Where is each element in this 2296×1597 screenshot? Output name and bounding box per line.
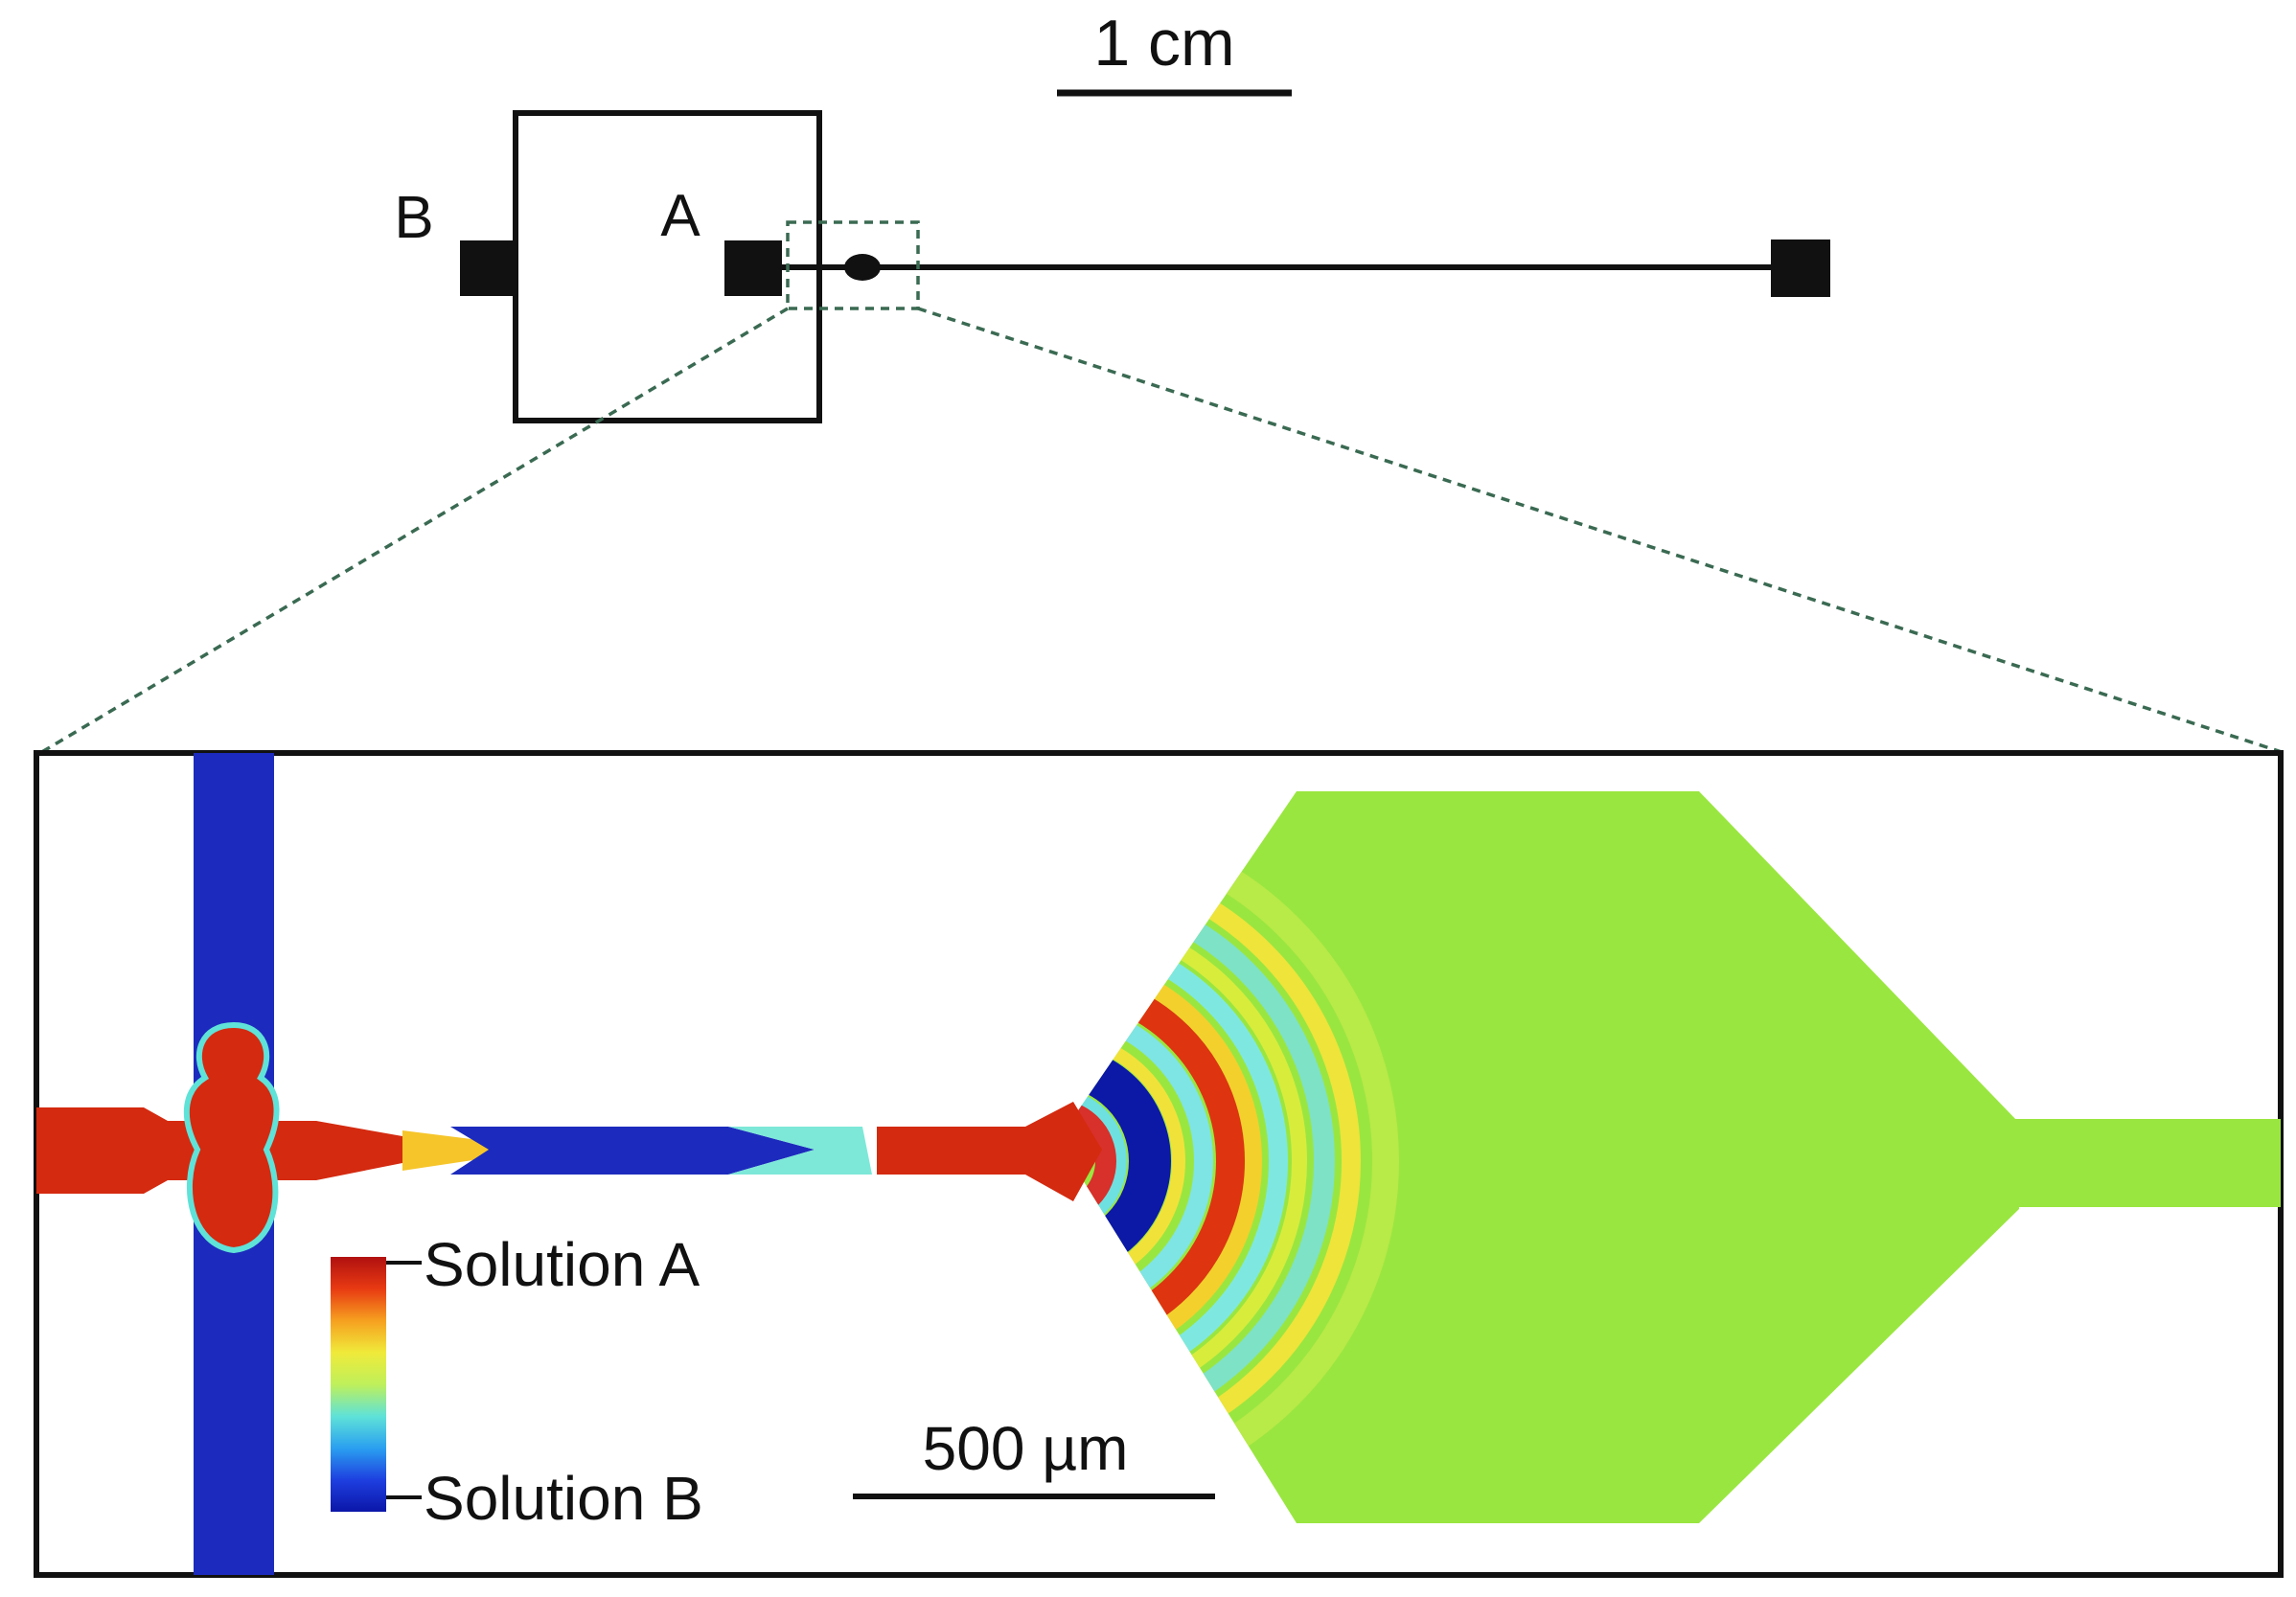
mixing-rings [1058, 816, 1399, 1506]
port-b-label: B [394, 185, 433, 251]
zoom-panel: Solution A Solution B 500 µm [34, 750, 2284, 1578]
zoom-guides [39, 220, 2285, 755]
gradient-tip-b [728, 1127, 872, 1175]
colorbar-legend: Solution A Solution B [331, 1230, 703, 1533]
mixing-chamber-dot [844, 254, 881, 281]
port-a-label: A [660, 183, 700, 249]
chip-schematic: B A [394, 110, 1830, 423]
scale-bar-500um: 500 µm [853, 1414, 1215, 1499]
port-b [460, 240, 514, 296]
outlet-port [1771, 240, 1830, 297]
zoom-region-box [786, 220, 920, 310]
solution-a-slug [877, 1102, 1102, 1201]
legend-solution-a-label: Solution A [424, 1230, 700, 1299]
concentration-map [36, 753, 2281, 1575]
scale-bar-1cm-label: 1 cm [1093, 7, 1234, 80]
port-a [724, 240, 782, 296]
scale-bar-500um-label: 500 µm [923, 1414, 1129, 1483]
solution-b-slug [450, 1127, 815, 1175]
outlet-channel [2012, 1119, 2281, 1207]
junction-droplet [183, 1021, 280, 1254]
zoom-guide-left [39, 307, 789, 755]
scale-bar-1cm: 1 cm [1057, 7, 1292, 97]
colorbar [331, 1257, 386, 1512]
zoom-guide-right [917, 307, 2285, 755]
legend-solution-b-label: Solution B [424, 1464, 703, 1533]
